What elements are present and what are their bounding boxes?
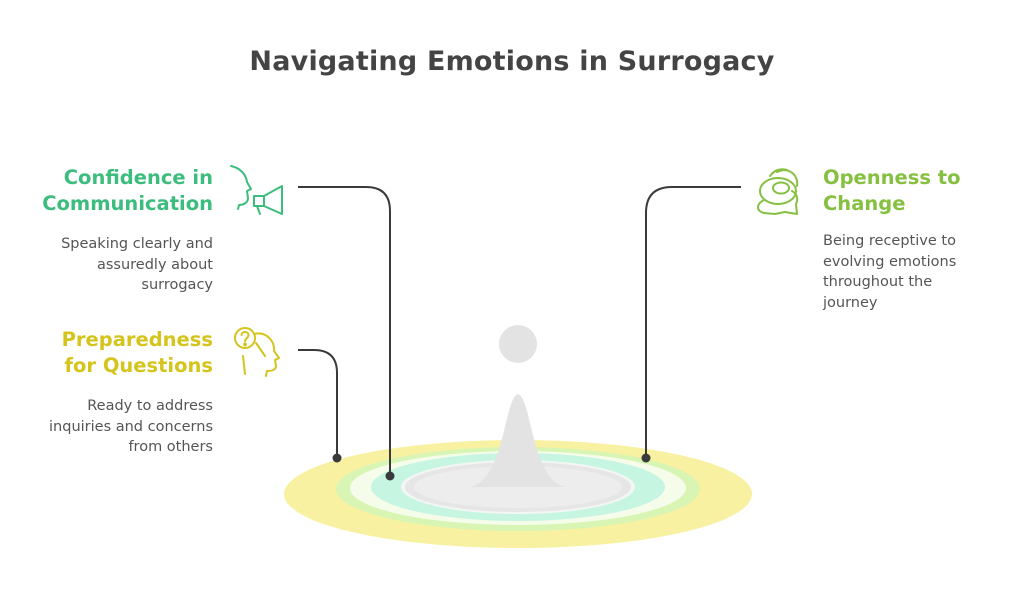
preparedness-heading: Preparedness for Questions (62, 327, 213, 379)
connector-dot-preparedness (332, 453, 342, 463)
connector-confidence (298, 186, 391, 476)
confidence-desc-line-1: Speaking clearly and (61, 236, 213, 252)
chat-bubbles-icon (757, 168, 799, 215)
confidence-description: Speaking clearly and assuredly about sur… (61, 234, 213, 296)
openness-desc-line-2: evolving emotions (823, 253, 957, 270)
openness-desc-line-4: journey (823, 294, 878, 311)
confidence-desc-line-3: surrogacy (141, 277, 213, 293)
megaphone-speaking-icon (230, 165, 283, 215)
preparedness-heading-line-2: for Questions (64, 354, 213, 377)
openness-description: Being receptive to evolving emotions thr… (823, 231, 956, 313)
openness-heading-line-1: Openness to (823, 166, 961, 189)
connector-preparedness (298, 349, 338, 458)
openness-heading-line-2: Change (823, 192, 906, 215)
confidence-heading-line-2: Communication (42, 192, 213, 215)
connector-dot-openness (641, 453, 651, 463)
confidence-desc-line-2: assuredly about (96, 256, 213, 273)
openness-desc-line-3: throughout the (823, 274, 933, 290)
connector-openness (645, 186, 741, 458)
connector-dot-confidence (385, 471, 395, 481)
preparedness-heading-line-1: Preparedness (61, 328, 213, 351)
confidence-heading-line-1: Confidence in (63, 166, 213, 189)
question-thinking-head-icon (234, 327, 280, 377)
openness-desc-line-1: Being receptive to (823, 233, 956, 249)
preparedness-desc-line-2: inquiries and concerns (49, 418, 213, 435)
confidence-heading: Confidence in Communication (42, 165, 213, 217)
preparedness-desc-line-1: Ready to address (87, 398, 213, 414)
preparedness-desc-line-3: from others (128, 439, 213, 455)
figure-head (499, 325, 537, 363)
page-title: Navigating Emotions in Surrogacy (249, 46, 775, 77)
figure-body (470, 394, 566, 487)
preparedness-description: Ready to address inquiries and concerns … (49, 396, 213, 458)
openness-heading: Openness to Change (823, 165, 960, 217)
